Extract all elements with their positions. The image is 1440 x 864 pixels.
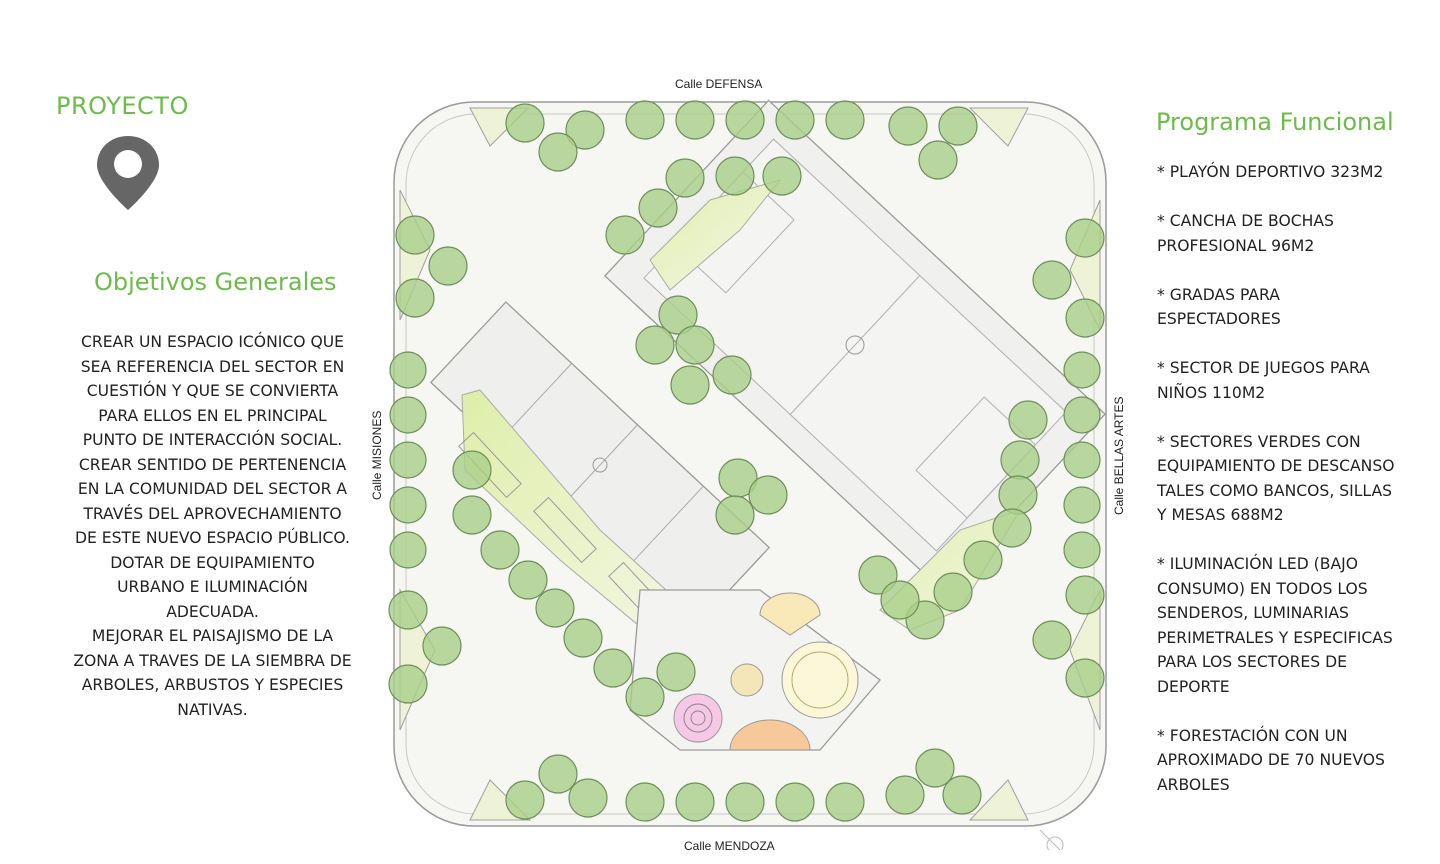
pink-play-zone [673,693,723,743]
programa-item-line: EQUIPAMIENTO DE DESCANSO [1157,457,1395,475]
programa-item-line: ARBOLES [1157,775,1230,794]
programa-item-line: APROXIMADO DE 70 NUEVOS [1157,751,1385,769]
objetivos-line: MEJORAR EL PAISAJISMO DE LA [91,627,334,645]
objetivos-line: URBANO E ILUMINACIÓN [117,578,308,596]
programa-item-line: * PLAYÓN DEPORTIVO 323M2 [1157,163,1384,181]
objetivos-line: ARBOLES, ARBUSTOS Y ESPECIES [81,676,344,694]
programa-item: * SECTORES VERDES CON EQUIPAMIENTO DE DES… [1157,430,1437,528]
objetivos-line: DOTAR DE EQUIPAMIENTO [110,553,315,572]
programa-item-line: DEPORTE [1157,677,1230,696]
trees [388,100,1105,822]
objetivos-title: Objetivos Generales [94,268,337,296]
compass-icon [1039,829,1064,850]
programa-item-line: PERIMETRALES Y ESPECIFICAS [1157,628,1393,647]
objetivos-line: PARA ELLOS EN EL PRINCIPAL [98,406,327,425]
programa-item-line: TALES COMO BANCOS, SILLAS [1157,481,1393,500]
street-label-bottom: Calle MENDOZA [684,839,775,853]
programa-item-line: ESPECTADORES [1157,310,1281,328]
sand-circle [730,663,764,697]
bocha-half-circle [729,719,811,751]
objetivos-line: CUESTIÓN Y QUE SE CONVIERTA [86,382,339,400]
objetivos-line: ZONA A TRAVES DE LA SIEMBRA DE [73,651,352,670]
objetivos-line: TRAVÉS DEL APROVECHAMIENTO [83,504,342,523]
programa-item-line: SENDEROS, LUMINARIAS [1157,604,1349,622]
programa-item: * SECTOR DE JUEGOS PARA NIÑOS 110M2 [1157,356,1437,405]
programa-item: * CANCHA DE BOCHAS PROFESIONAL 96M2 [1157,209,1437,258]
programa-item: * ILUMINACIÓN LED (BAJO CONSUMO) EN TODOS… [1157,552,1437,699]
programa-item-line: * ILUMINACIÓN LED (BAJO [1157,555,1358,573]
programa-item: * GRADAS PARA ESPECTADORES [1157,283,1437,332]
objetivos-line: EN LA COMUNIDAD DEL SECTOR A [77,480,348,498]
objetivos-line: DE ESTE NUEVO ESPACIO PÚBLICO. [74,529,350,547]
circular-play-zone [781,641,859,719]
bocha-court-top [759,592,821,636]
programa-item: * FORESTACIÓN CON UN APROXIMADO DE 70 NUE… [1157,724,1437,798]
programa-item-line: * SECTORES VERDES CON [1157,432,1361,451]
programa-item-line: CONSUMO) EN TODOS LOS [1157,579,1368,598]
programa-item-line: PROFESIONAL 96M2 [1157,236,1315,255]
programa-list: * PLAYÓN DEPORTIVO 323M2 * CANCHA DE BOCH… [1157,160,1437,822]
programa-item-line: * GRADAS PARA [1157,285,1280,304]
programa-item-line: PARA LOS SECTORES DE [1157,653,1348,671]
programa-item: * PLAYÓN DEPORTIVO 323M2 [1157,160,1437,185]
site-plan [388,99,1107,850]
programa-item-line: * CANCHA DE BOCHAS [1157,212,1334,230]
objetivos-line: CREAR UN ESPACIO ICÓNICO QUE [80,333,345,351]
programa-item-line: Y MESAS 688M2 [1157,506,1284,524]
green-strip-top [649,179,782,291]
programa-item-line: * SECTOR DE JUEGOS PARA [1157,359,1370,377]
objetivos-text: CREAR UN ESPACIO ICÓNICO QUE SEA REFERENC… [60,330,365,722]
programa-item-line: NIÑOS 110M2 [1157,383,1266,402]
location-pin-icon [97,136,159,210]
objetivos-line: ADECUADA. [166,602,259,621]
objetivos-line: NATIVAS. [177,700,248,719]
objetivos-line: PUNTO DE INTERACCIÓN SOCIAL. [82,431,343,449]
project-title: PROYECTO [56,92,189,120]
street-label-top: Calle DEFENSA [675,77,763,91]
objetivos-line: CREAR SENTIDO DE PERTENENCIA [78,455,347,474]
objetivos-line: SEA REFERENCIA DEL SECTOR EN [80,357,345,376]
programa-item-line: * FORESTACIÓN CON UN [1157,726,1348,745]
programa-title: Programa Funcional [1156,108,1394,136]
